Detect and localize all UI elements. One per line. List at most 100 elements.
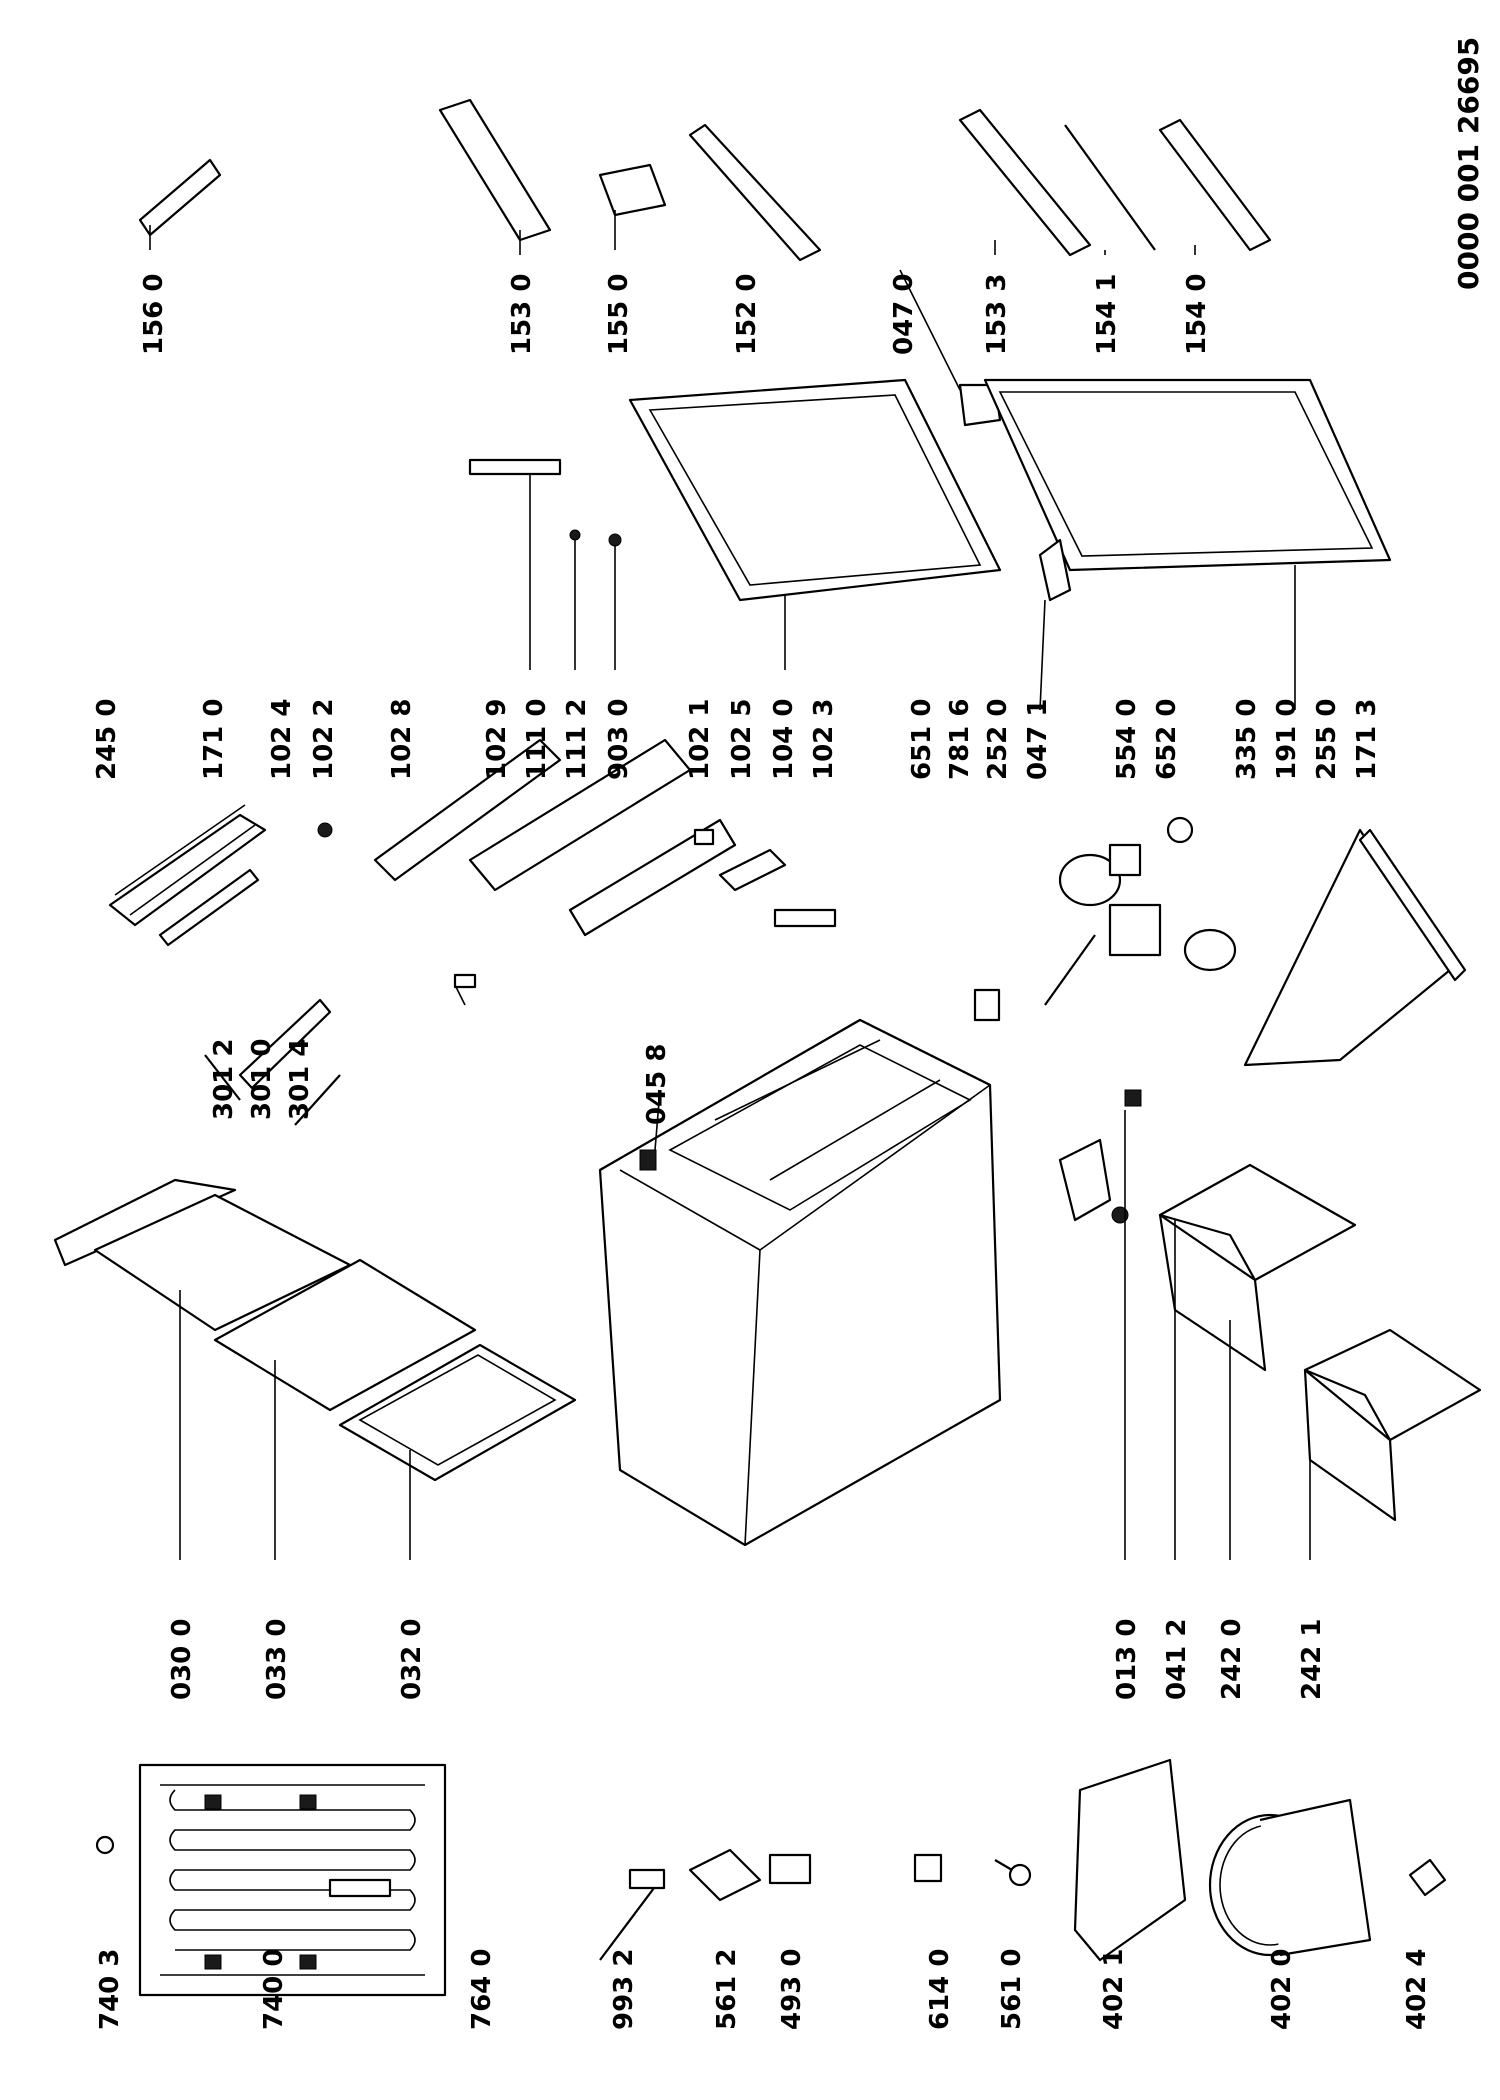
latch-part-1021	[693, 828, 715, 846]
handle-part-1023	[773, 908, 837, 928]
label-1710: 171 0	[199, 699, 229, 780]
label-3350: 335 0	[1232, 699, 1262, 780]
label-3012: 301 2	[209, 1039, 239, 1120]
label-6520: 652 0	[1152, 699, 1182, 780]
label-0412: 041 2	[1162, 1619, 1192, 1700]
label-2450: 245 0	[92, 699, 122, 780]
cabinet-part	[598, 1018, 1002, 1547]
label-2520: 252 0	[983, 699, 1013, 780]
label-0300: 030 0	[167, 1619, 197, 1700]
label-1023: 102 3	[809, 699, 839, 780]
bin-part-1540	[1158, 118, 1272, 252]
label-1029: 102 9	[482, 699, 512, 780]
cover-part-4021	[1073, 1758, 1187, 1962]
label-9030: 903 0	[604, 699, 634, 780]
freezer-door-part-1028	[373, 738, 562, 882]
label-0320: 032 0	[397, 1619, 427, 1700]
label-0470: 047 0	[889, 274, 919, 355]
label-1028: 102 8	[387, 699, 417, 780]
label-0458: 045 8	[642, 1044, 672, 1125]
label-4021: 402 1	[1099, 1949, 1129, 2030]
door-part-1040	[628, 378, 1002, 602]
gasket-part-1910	[983, 378, 1392, 572]
label-9932: 993 2	[609, 1949, 639, 2030]
label-0330: 033 0	[262, 1619, 292, 1700]
label-1540: 154 0	[1182, 274, 1212, 355]
bin-part-1520	[688, 123, 822, 262]
label-1112: 111 2	[562, 699, 592, 780]
lamp-cover-part	[768, 1853, 812, 1885]
bin-part-1530	[438, 98, 552, 242]
knob-part-3350	[1183, 928, 1237, 972]
label-3010: 301 0	[247, 1039, 277, 1120]
screw-part-7403	[95, 1835, 115, 1855]
label-1560: 156 0	[139, 274, 169, 355]
label-0471: 047 1	[1023, 699, 1053, 780]
label-7640: 764 0	[467, 1949, 497, 2030]
label-1541: 154 1	[1092, 274, 1122, 355]
label-0130: 013 0	[1112, 1619, 1142, 1700]
label-1024: 102 4	[267, 699, 297, 780]
ice-tray-part-1560	[138, 158, 222, 237]
foot-part-0130	[1124, 1089, 1142, 1107]
label-2550: 255 0	[1312, 699, 1342, 780]
label-7816: 781 6	[945, 699, 975, 780]
crisper-part-2421	[1303, 1328, 1482, 1522]
label-1550: 155 0	[604, 274, 634, 355]
drawer-part-0320	[338, 1343, 577, 1482]
label-2420: 242 0	[1217, 1619, 1247, 1700]
label-2421: 242 1	[1297, 1619, 1327, 1700]
thermostat-capillary-part	[599, 1868, 666, 1961]
rail-part-1541	[1064, 124, 1156, 251]
screw-part-1112	[569, 529, 581, 541]
screw-part-1022	[317, 822, 333, 838]
label-1713: 171 3	[1352, 699, 1382, 780]
label-1022: 102 2	[309, 699, 339, 780]
label-4930: 493 0	[777, 1949, 807, 2030]
label-6510: 651 0	[907, 699, 937, 780]
panel-part-1025	[718, 848, 787, 892]
crisper-part-2420	[1158, 1163, 1357, 1372]
profile-part-1710	[158, 868, 260, 947]
thermostat-bracket-part	[688, 1848, 762, 1902]
label-3014: 301 4	[285, 1039, 315, 1120]
label-5540: 554 0	[1112, 699, 1142, 780]
egg-tray-part-1550	[598, 163, 667, 217]
label-5612: 561 2	[712, 1949, 742, 2030]
label-7400: 740 0	[259, 1949, 289, 2030]
label-5610: 561 0	[997, 1949, 1027, 2030]
wire-shelf-part-2450	[108, 804, 267, 927]
filter-drier-part	[328, 1878, 392, 1898]
label-4020: 402 0	[1267, 1949, 1297, 2030]
label-1110: 111 0	[522, 699, 552, 780]
thermostat-part-6510	[973, 988, 1001, 1022]
label-4024: 402 4	[1402, 1949, 1432, 2030]
label-1021: 102 1	[685, 699, 715, 780]
hinge-part-0471	[1038, 538, 1072, 602]
condenser-part	[138, 1763, 447, 1997]
hinge-part-0412	[1058, 1138, 1129, 1224]
shelf-part-0330	[213, 1258, 477, 1412]
label-1025: 102 5	[727, 699, 757, 780]
plug-part-0458	[639, 1149, 657, 1171]
leader-lines	[149, 210, 1311, 1560]
shelf-trims-part	[204, 998, 341, 1126]
screw-part-9030	[608, 533, 622, 547]
compressor-part	[1208, 1798, 1372, 1957]
cap-part-1024	[453, 973, 477, 989]
hinge-part-0470	[958, 383, 1002, 427]
lamp-holder-part-5540	[1108, 843, 1142, 877]
switch-part-5610	[994, 1859, 1032, 1887]
shelf-trim-part-1713	[1358, 828, 1467, 982]
capillary-part-7816	[1044, 934, 1096, 1006]
label-1520: 152 0	[732, 274, 762, 355]
knob-part-6140	[913, 1853, 943, 1883]
lamp-part-6520	[1166, 816, 1194, 844]
label-1533: 153 3	[982, 274, 1012, 355]
label-1530: 153 0	[507, 274, 537, 355]
label-7403: 740 3	[95, 1949, 125, 2030]
bracket-part-4024	[1408, 1858, 1447, 1897]
glass-shelf-part-2550	[1243, 828, 1452, 1067]
bin-part-1533	[958, 108, 1092, 257]
